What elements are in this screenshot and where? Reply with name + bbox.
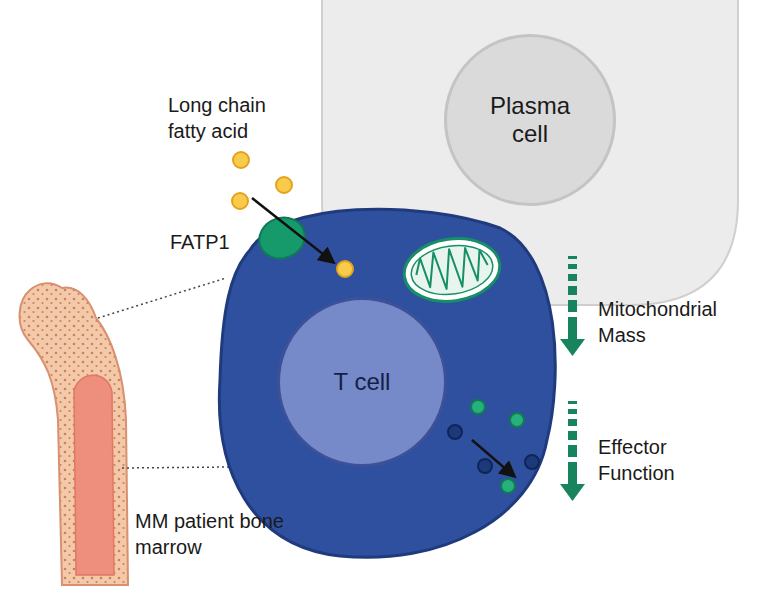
protein-label: FATP1: [170, 229, 250, 255]
tissue-label: MM patient bone marrow: [135, 508, 305, 560]
decrease-arrow: [560, 256, 585, 356]
cell-label: T cell: [292, 368, 432, 396]
t-cell-body: [219, 209, 555, 557]
nucleus-circle: [446, 36, 615, 205]
mitochondrion: [400, 233, 504, 308]
molecule-label: Long chain fatty acid: [168, 92, 298, 144]
cell-label: Plasma cell: [475, 92, 585, 147]
plasma-cell-nucleus: Plasma cell: [444, 34, 616, 206]
secretion-arrow: [472, 440, 514, 476]
effect-label: Effector Function: [598, 434, 728, 486]
effector-molecules: [448, 400, 539, 493]
uptake-arrow: [252, 198, 333, 262]
fatty-acid-dots: [232, 152, 353, 277]
decrease-arrow: [560, 401, 585, 501]
nucleus-circle: [279, 299, 446, 466]
effect-label: Mitochondrial Mass: [598, 296, 748, 348]
t-cell-nucleus: T cell: [277, 297, 447, 467]
